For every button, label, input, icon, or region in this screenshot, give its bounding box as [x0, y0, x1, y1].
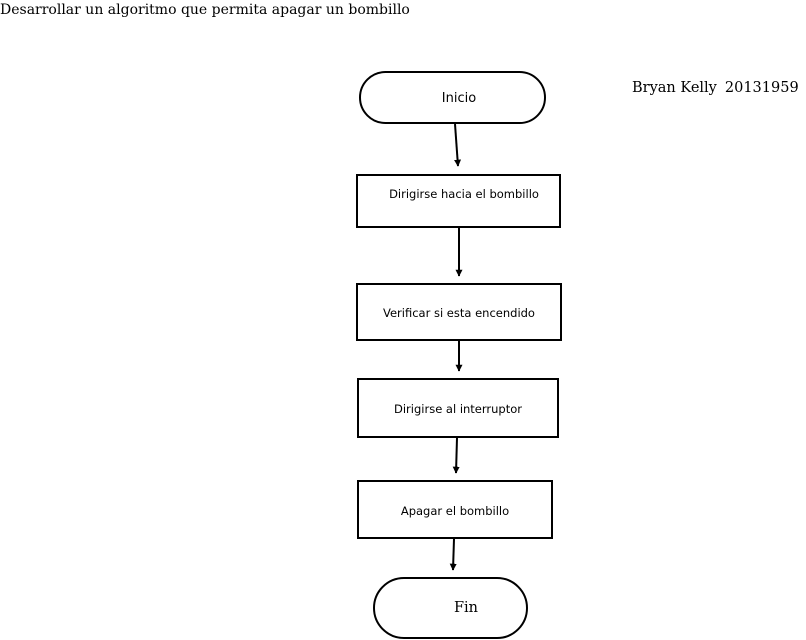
author-name: Bryan Kelly	[632, 80, 717, 96]
connector-step4-end	[449, 538, 457, 571]
node-step4-label: Apagar el bombillo	[401, 504, 509, 518]
process-shape	[357, 378, 559, 438]
connector-start-step1	[454, 123, 462, 167]
node-start: Inicio	[359, 71, 546, 124]
node-step4: Apagar el bombillo	[357, 480, 553, 539]
author-label: Bryan Kelly 20131959	[632, 80, 799, 96]
connector-step3-step4	[452, 437, 460, 474]
node-step1-label: Dirigirse hacia el bombillo	[389, 187, 539, 201]
process-shape	[357, 480, 553, 539]
node-step1: Dirigirse hacia el bombillo	[356, 174, 561, 228]
connectors	[449, 123, 463, 571]
terminator-shape	[373, 577, 528, 639]
node-end-label: Fin	[454, 600, 478, 616]
node-step2-label: Verificar si esta encendido	[383, 306, 535, 320]
node-end: Fin	[373, 577, 528, 639]
process-shape	[356, 174, 561, 228]
node-start-label: Inicio	[442, 91, 476, 106]
node-step3: Dirigirse al interruptor	[357, 378, 559, 438]
node-step2: Verificar si esta encendido	[356, 283, 562, 341]
node-step3-label: Dirigirse al interruptor	[394, 402, 522, 416]
terminator-shape	[359, 71, 546, 124]
author-id: 20131959	[724, 80, 799, 96]
page-title: Desarrollar un algoritmo que permita apa…	[0, 2, 410, 18]
process-shape	[356, 283, 562, 341]
